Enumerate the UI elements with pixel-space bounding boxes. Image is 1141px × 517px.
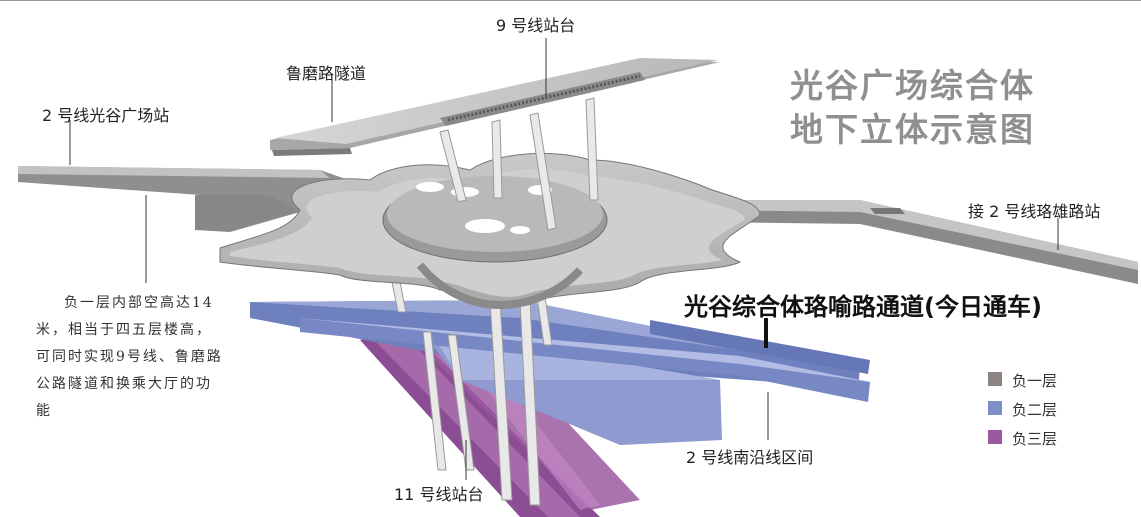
upper-deck-line9-lumo-tunnel [270,58,720,156]
diagram-title: 光谷广场综合体 地下立体示意图 [790,64,1035,152]
top-border [0,0,1141,1]
label-line2-guanggu-station: 2 号线光谷广场站 [42,106,170,125]
legend-label-b2: 负二层 [1012,401,1058,419]
legend-label-b1: 负一层 [1012,372,1058,390]
label-line11-platform: 11 号线站台 [394,485,484,504]
label-line2-south-section: 2 号线南沿线区间 [686,448,814,467]
callout-pointer [764,318,768,348]
legend-label-b3: 负三层 [1012,430,1058,448]
title-line-2: 地下立体示意图 [790,110,1035,149]
legend-swatch-b3 [988,430,1002,444]
label-line9-platform: 9 号线站台 [496,16,576,35]
legend-swatch-b1 [988,372,1002,386]
b1-level-concourse [18,152,1138,310]
label-line2-luoxiong-connection: 接 2 号线珞雄路站 [968,202,1101,221]
passage-callout: 光谷综合体珞喻路通道(今日通车) [684,293,1042,321]
label-lumo-tunnel: 鲁磨路隧道 [286,64,367,83]
title-line-1: 光谷广场综合体 [790,66,1035,105]
line9-columns [439,97,599,231]
leader-lines [69,38,1059,480]
b1-height-note: 负一层内部空高达14米，相当于四五层楼高，可同时实现9号线、鲁磨路公路隧道和换乘… [36,295,223,419]
legend-swatch-b2 [988,401,1002,415]
